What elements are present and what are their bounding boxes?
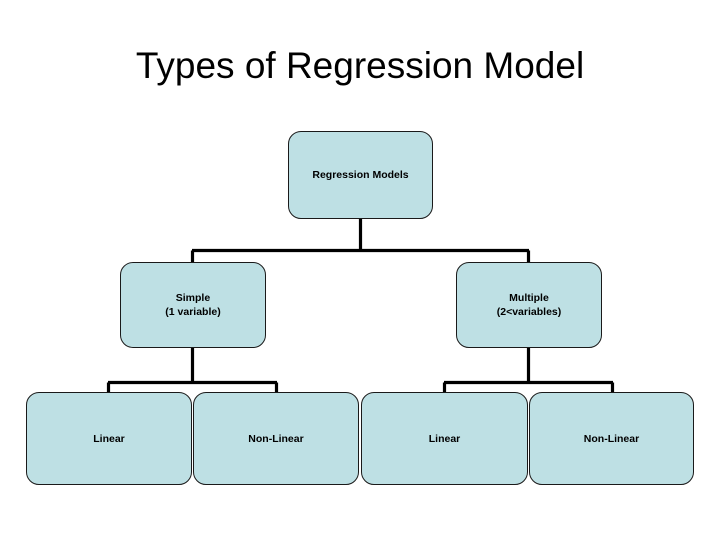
node-multiple-linear-label: Linear (428, 432, 461, 445)
node-simple-label: Simple (1 variable) (165, 292, 221, 318)
node-multiple-linear[interactable]: Linear (361, 392, 528, 485)
node-simple-linear[interactable]: Linear (26, 392, 192, 485)
page-title: Types of Regression Model (135, 45, 585, 86)
node-simple[interactable]: Simple (1 variable) (120, 262, 266, 348)
node-multiple[interactable]: Multiple (2<variables) (456, 262, 602, 348)
node-simple-linear-label: Linear (93, 432, 125, 445)
node-multiple-non-linear-label: Non-Linear (583, 432, 640, 445)
node-simple-non-linear-label: Non-Linear (248, 432, 304, 445)
node-regression-models[interactable]: Regression Models (288, 131, 433, 219)
node-multiple-non-linear[interactable]: Non-Linear (529, 392, 694, 485)
node-simple-non-linear[interactable]: Non-Linear (193, 392, 359, 485)
node-regression-models-label: Regression Models (312, 169, 409, 181)
node-multiple-label: Multiple (2<variables) (496, 292, 562, 318)
